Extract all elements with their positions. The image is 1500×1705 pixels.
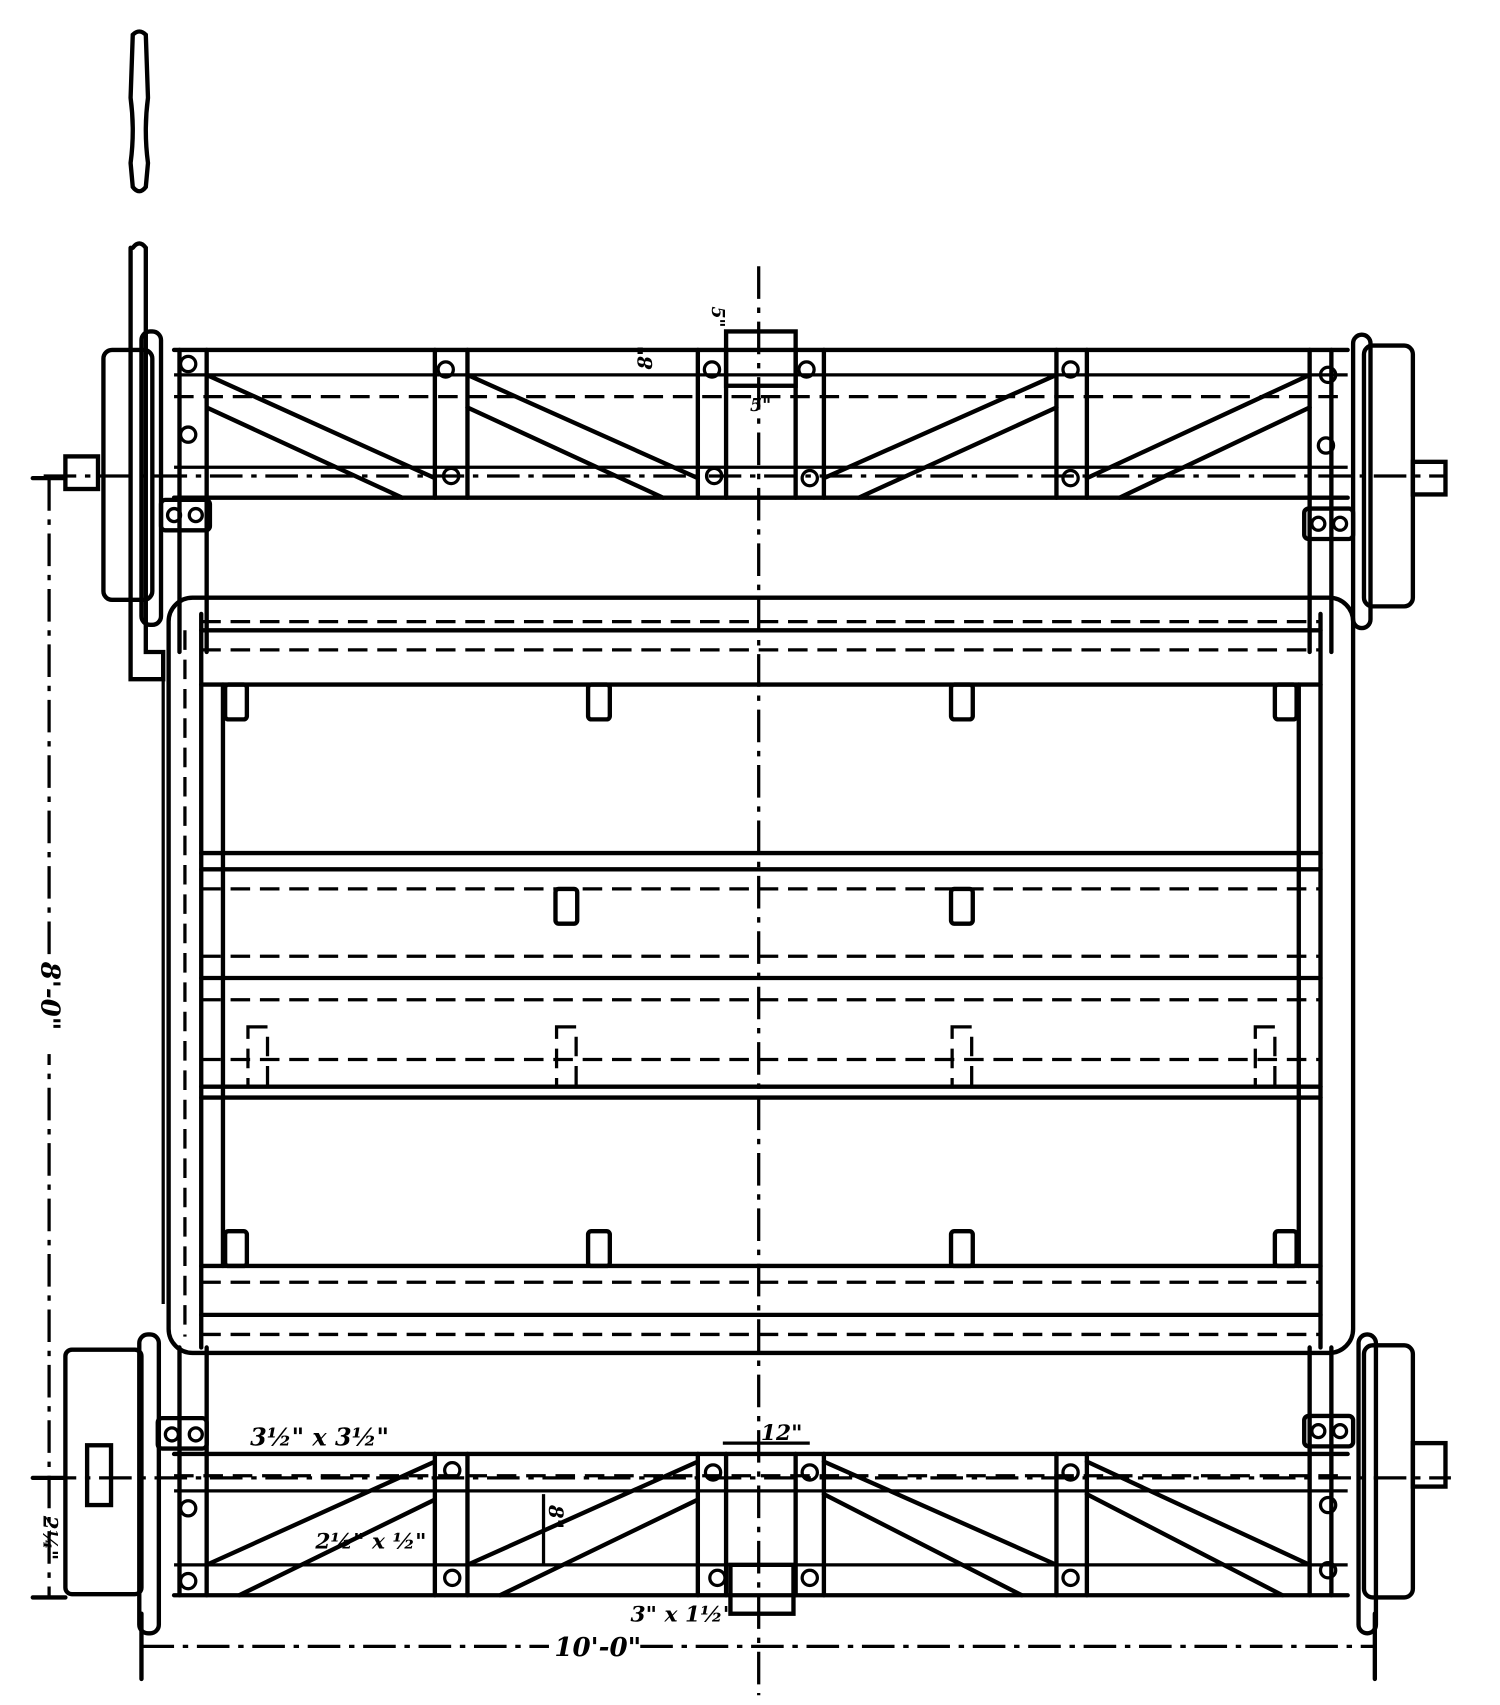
bottom-truck [43, 1332, 1451, 1636]
car-body [161, 595, 1356, 1356]
wheelbase-label: 8'-0" [34, 961, 64, 1031]
center-width-label: 12" [761, 1421, 803, 1446]
top-truck [43, 329, 1448, 655]
bolt-icons [165, 354, 1349, 532]
axle-offset-label: 2¼" [39, 1515, 62, 1560]
center-plate-label: 5" [707, 306, 727, 327]
brace-label: 2½" x ½" [314, 1530, 426, 1555]
frame-depth-label: 8" [544, 1504, 567, 1529]
gap-label: 5" [750, 396, 771, 416]
corner-post-label: 3½" x 3½" [250, 1423, 389, 1451]
brake-lever [128, 241, 166, 682]
bolster-label: 8" [634, 346, 657, 371]
bottom-bar-label: 3" x 1½" [630, 1602, 734, 1627]
brake-handle [128, 29, 151, 194]
bracket-icons [222, 682, 1299, 1269]
length-label: 10'-0" [554, 1633, 641, 1663]
